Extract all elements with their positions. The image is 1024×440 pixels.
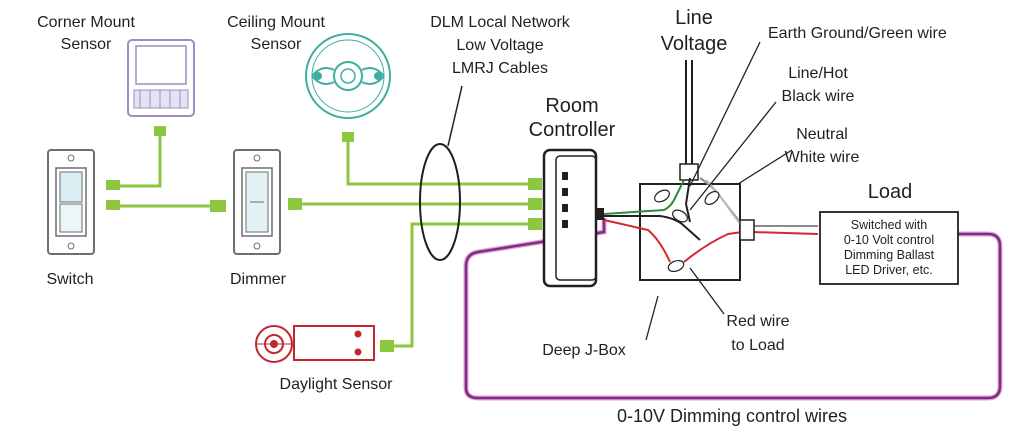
- diagram-labels: Corner Mount Sensor Ceiling Mount Sensor…: [37, 7, 947, 426]
- svg-text:Dimmer: Dimmer: [230, 271, 287, 288]
- dlm-network-label-1: DLM Local Network: [430, 14, 571, 31]
- wall-switch: [47, 149, 95, 255]
- svg-text:Switch: Switch: [46, 271, 93, 288]
- svg-text:Earth Ground/Green wire: Earth Ground/Green wire: [768, 25, 947, 42]
- load-box-line-4: LED Driver, etc.: [845, 263, 933, 277]
- ceiling-mount-sensor: [305, 33, 391, 119]
- load-box-line-2: 0-10 Volt control: [844, 233, 934, 247]
- dimming-wires-label: 0-10V Dimming control wires: [617, 406, 847, 426]
- svg-text:Room: Room: [545, 95, 598, 117]
- svg-text:Red wire: Red wire: [726, 313, 789, 330]
- svg-text:Controller: Controller: [529, 119, 616, 141]
- deep-j-box-label: Deep J-Box: [542, 342, 626, 359]
- neutral-label-1: Neutral: [796, 126, 848, 143]
- load-box-line-3: Dimming Ballast: [844, 248, 935, 262]
- svg-text:Low Voltage: Low Voltage: [456, 37, 543, 54]
- load-label: Load: [868, 181, 913, 203]
- earth-ground-label: Earth Ground/Green wire: [768, 25, 947, 42]
- load-box-line-1: Switched with: [851, 218, 927, 232]
- j-box-wiring: [603, 177, 819, 273]
- room-controller-label-1: Room: [545, 95, 598, 117]
- wall-dimmer: [233, 149, 281, 255]
- line-voltage-label-1: Line: [675, 7, 713, 29]
- ceiling-sensor-label-1: Ceiling Mount: [227, 14, 325, 31]
- line-hot-label-1: Line/Hot: [788, 65, 848, 82]
- red-wire-label-1: Red wire: [726, 313, 789, 330]
- svg-text:Dimming Ballast: Dimming Ballast: [844, 248, 935, 262]
- svg-text:Neutral: Neutral: [796, 126, 848, 143]
- svg-text:Ceiling Mount: Ceiling Mount: [227, 14, 325, 31]
- dlm-network-ring: [419, 143, 461, 261]
- svg-text:Switched with: Switched with: [851, 218, 927, 232]
- daylight-sensor: [255, 325, 375, 363]
- svg-text:Voltage: Voltage: [661, 33, 728, 55]
- svg-text:0-10V Dimming control wires: 0-10V Dimming control wires: [617, 406, 847, 426]
- dlm-network-pointer: [447, 85, 463, 147]
- svg-text:Load: Load: [868, 181, 913, 203]
- room-controller: [542, 148, 604, 288]
- room-controller-label-2: Controller: [529, 119, 616, 141]
- svg-text:Line/Hot: Line/Hot: [788, 65, 848, 82]
- svg-text:Sensor: Sensor: [251, 36, 302, 53]
- dimming-control-loop: [463, 218, 1003, 401]
- svg-text:0-10 Volt control: 0-10 Volt control: [844, 233, 934, 247]
- red-wire-label-2: to Load: [731, 337, 784, 354]
- dlm-network-label-2: Low Voltage: [456, 37, 543, 54]
- dimmer-label: Dimmer: [230, 271, 287, 288]
- svg-text:Black wire: Black wire: [782, 88, 855, 105]
- label-pointers: [645, 41, 793, 341]
- svg-text:Deep J-Box: Deep J-Box: [542, 342, 626, 359]
- svg-text:DLM Local Network: DLM Local Network: [430, 14, 571, 31]
- svg-text:Corner Mount: Corner Mount: [37, 14, 135, 31]
- svg-text:Daylight Sensor: Daylight Sensor: [280, 376, 394, 393]
- svg-text:LMRJ Cables: LMRJ Cables: [452, 60, 548, 77]
- corner-sensor-label-1: Corner Mount: [37, 14, 135, 31]
- svg-text:White wire: White wire: [785, 149, 860, 166]
- dlm-network-label-3: LMRJ Cables: [452, 60, 548, 77]
- corner-mount-sensor: [127, 39, 195, 117]
- daylight-sensor-label: Daylight Sensor: [280, 376, 394, 393]
- cable-connectors: [106, 126, 542, 352]
- svg-text:LED Driver, etc.: LED Driver, etc.: [845, 263, 933, 277]
- neutral-label-2: White wire: [785, 149, 860, 166]
- svg-text:Sensor: Sensor: [61, 36, 112, 53]
- line-voltage-conduit: [679, 60, 699, 181]
- line-voltage-label-2: Voltage: [661, 33, 728, 55]
- line-hot-label-2: Black wire: [782, 88, 855, 105]
- svg-text:Line: Line: [675, 7, 713, 29]
- load-box: [819, 211, 959, 285]
- lmrj-cables: [118, 132, 532, 348]
- ceiling-sensor-label-2: Sensor: [251, 36, 302, 53]
- switch-label: Switch: [46, 271, 93, 288]
- corner-sensor-label-2: Sensor: [61, 36, 112, 53]
- svg-text:to Load: to Load: [731, 337, 784, 354]
